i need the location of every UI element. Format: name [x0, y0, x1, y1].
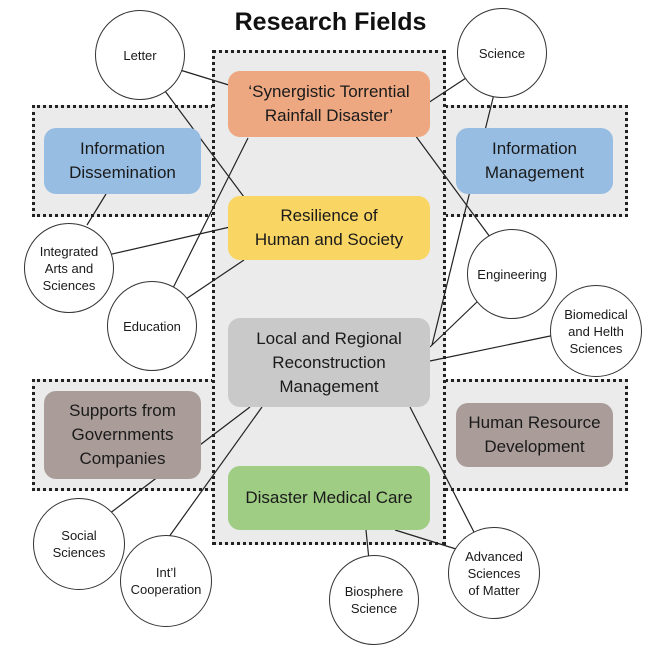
connector-education-resilience: [185, 259, 245, 300]
connector-engineering-reconstruction: [429, 299, 480, 348]
diagram-title: Research Fields: [234, 8, 427, 36]
social-sciences-circle: Social Sciences: [33, 498, 125, 590]
connector-integrated-resilience: [98, 226, 231, 258]
connector-advanced-medical: [394, 529, 457, 550]
connector-science-synergistic: [427, 77, 467, 104]
connector-intl-reconstruction: [165, 406, 263, 542]
connector-biomedical-reconstruction: [429, 334, 556, 362]
human-resource-box: Human Resource Development: [456, 403, 613, 467]
information-management-box: Information Management: [456, 128, 613, 194]
biosphere-science-circle: Biosphere Science: [329, 555, 419, 645]
synergistic-disaster-box: ‘Synergistic Torrential Rainfall Disaste…: [228, 71, 430, 137]
connector-synergistic-engineering: [414, 134, 491, 238]
supports-box: Supports from Governments Companies: [44, 391, 201, 479]
information-dissemination-box: Information Dissemination: [44, 128, 201, 194]
biomedical-health-circle: Biomedical and Helth Sciences: [550, 285, 642, 377]
engineering-circle: Engineering: [467, 229, 557, 319]
science-circle: Science: [457, 8, 547, 98]
intl-cooperation-circle: Int’l Cooperation: [120, 535, 212, 627]
resilience-box: Resilience of Human and Society: [228, 196, 430, 260]
connector-letter-synergistic: [179, 69, 233, 87]
connector-education-synergistic: [169, 137, 249, 295]
disaster-medical-care-box: Disaster Medical Care: [228, 466, 430, 530]
connector-advanced-reconstruction: [409, 406, 478, 539]
education-circle: Education: [107, 281, 197, 371]
connector-letter-resilience: [164, 90, 245, 198]
integrated-arts-sciences-circle: Integrated Arts and Sciences: [24, 223, 114, 313]
letter-circle: Letter: [95, 10, 185, 100]
connector-integrated-infodiss: [86, 193, 107, 226]
advanced-sciences-matter-circle: Advanced Sciences of Matter: [448, 527, 540, 619]
reconstruction-box: Local and Regional Reconstruction Manage…: [228, 318, 430, 407]
